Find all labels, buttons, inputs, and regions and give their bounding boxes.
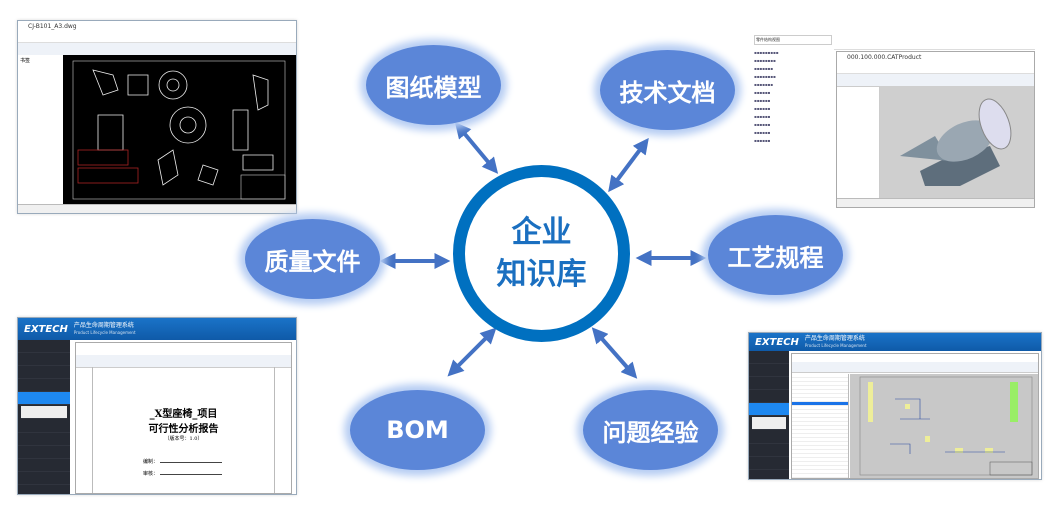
node-label: 质量文件 xyxy=(264,247,361,276)
nav-item[interactable] xyxy=(18,446,70,459)
node-label: 工艺规程 xyxy=(727,243,824,272)
status-bar xyxy=(837,198,1034,207)
document-page: _X型座椅_项目 可行性分析报告 （版本号：1.0） 编制： 审核： xyxy=(92,367,275,493)
schematic-drawing xyxy=(859,376,1033,476)
document-version: （版本号：1.0） xyxy=(164,436,203,442)
nav-item[interactable] xyxy=(18,340,70,353)
node-label: 图纸模型 xyxy=(385,73,482,102)
turbine-model xyxy=(900,98,1012,186)
document-title-line1: _X型座椅_项目 xyxy=(149,409,218,420)
cad-window: 000.100.000.CATProduct xyxy=(836,51,1035,208)
document-title-line2: 可行性分析报告 xyxy=(148,424,219,435)
system-title: 产品生命周期管理系统 xyxy=(73,322,134,329)
node-issue-experience: 问题经验 xyxy=(583,390,718,470)
node-drawings-models: 图纸模型 xyxy=(366,45,501,125)
nav-item[interactable] xyxy=(749,377,789,390)
nav-item[interactable] xyxy=(752,417,786,430)
bookmark-label: 书签 xyxy=(20,58,31,64)
system-title: 产品生命周期管理系统 xyxy=(804,335,865,342)
cad-drawing-screenshot: CJ-B101_A3.dwg 书签 xyxy=(17,20,297,214)
pin-table xyxy=(792,374,849,478)
nav-item-active[interactable] xyxy=(749,403,789,416)
node-quality-files: 质量文件 xyxy=(245,219,380,299)
enterprise-knowledge-base-hub: 企业 知识库 xyxy=(453,165,630,342)
schematic-canvas xyxy=(850,374,1038,478)
extech-logo: EXTECH xyxy=(755,336,799,348)
arrow-issues xyxy=(591,327,638,379)
window-title xyxy=(792,354,1038,362)
hub-label-line2: 知识库 xyxy=(496,256,587,292)
nav-item[interactable] xyxy=(18,353,70,366)
system-subtitle: Product Lifecycle Management xyxy=(804,343,867,348)
arrow-drawings xyxy=(454,122,499,174)
nav-item[interactable] xyxy=(18,472,70,485)
menu-bar xyxy=(18,33,296,43)
arrow-tech-docs xyxy=(608,137,649,193)
status-bar xyxy=(18,204,296,213)
window-title: CJ-B101_A3.dwg xyxy=(18,21,296,33)
node-label: BOM xyxy=(386,416,449,444)
review-label: 审核： xyxy=(143,471,159,477)
document-viewer: _X型座椅_项目 可行性分析报告 （版本号：1.0） 编制： 审核： xyxy=(75,342,292,494)
bookmark-panel: 书签 xyxy=(18,55,67,205)
side-navigation xyxy=(18,340,70,494)
3d-viewport xyxy=(880,86,1034,199)
node-technical-documents: 技术文档 xyxy=(600,50,735,130)
structure-tree: 零件结构视图 ▪▪▪▪▪▪▪▪▪▪▪▪▪▪▪▪▪▪▪▪▪▪▪▪▪▪▪▪▪▪▪▪▪… xyxy=(752,33,834,208)
nav-item[interactable] xyxy=(18,366,70,379)
node-bom: BOM xyxy=(350,390,485,470)
nav-item-active[interactable] xyxy=(18,392,70,405)
side-navigation xyxy=(749,351,789,479)
spec-tree xyxy=(837,86,880,199)
nav-item[interactable] xyxy=(749,390,789,403)
ribbon-toolbar xyxy=(834,33,1035,50)
toolbar xyxy=(792,362,1038,373)
nav-item[interactable] xyxy=(749,364,789,377)
nav-item[interactable] xyxy=(18,433,70,446)
nav-item[interactable] xyxy=(749,444,789,457)
cad-drawing xyxy=(72,60,286,200)
nav-item[interactable] xyxy=(749,457,789,470)
window-title xyxy=(76,343,291,355)
product-structure-screenshot: 零件结构视图 ▪▪▪▪▪▪▪▪▪▪▪▪▪▪▪▪▪▪▪▪▪▪▪▪▪▪▪▪▪▪▪▪▪… xyxy=(752,33,1035,208)
menu-bar xyxy=(837,64,1034,74)
nav-item[interactable] xyxy=(21,406,67,419)
tree-header: 零件结构视图 xyxy=(754,35,832,45)
nav-item[interactable] xyxy=(18,459,70,472)
extech-logo: EXTECH xyxy=(24,323,68,335)
nav-item[interactable] xyxy=(749,351,789,364)
toolbar xyxy=(76,355,291,368)
window-title: 000.100.000.CATProduct xyxy=(837,52,1034,64)
nav-item[interactable] xyxy=(749,431,789,444)
node-label: 技术文档 xyxy=(619,78,716,107)
drawing-canvas xyxy=(63,55,296,205)
arrow-bom xyxy=(447,327,497,377)
author-label: 编制： xyxy=(143,459,159,465)
nav-item[interactable] xyxy=(18,379,70,392)
nav-item[interactable] xyxy=(18,420,70,433)
schematic-viewer xyxy=(791,353,1039,479)
node-process-specs: 工艺规程 xyxy=(708,215,843,295)
node-label: 问题经验 xyxy=(602,418,699,447)
system-subtitle: Product Lifecycle Management xyxy=(73,330,136,335)
hub-label-line1: 企业 xyxy=(511,214,572,250)
